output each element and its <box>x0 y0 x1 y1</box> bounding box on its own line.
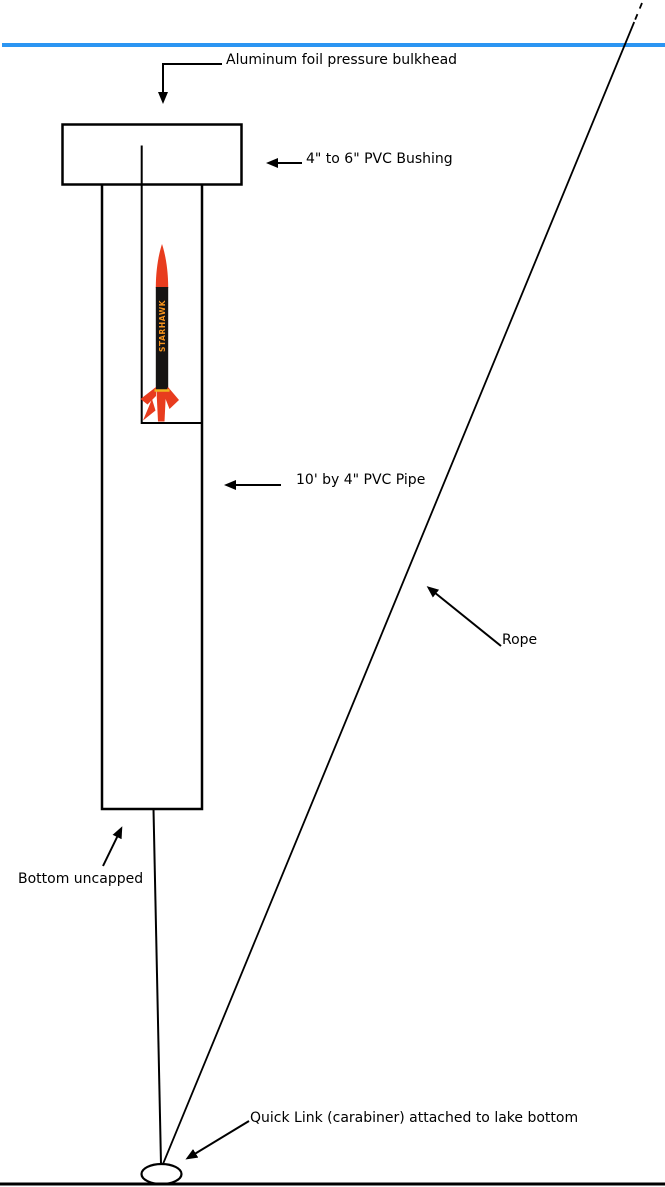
quick-link-leader-arrow <box>185 1120 250 1160</box>
rocket-brand-text: STARHAWK <box>158 299 167 352</box>
rocket-nose-cone <box>155 244 169 288</box>
rocket: STARHAWK <box>140 244 179 422</box>
quick-link-carabiner <box>140 1162 183 1186</box>
rocket-fin-center <box>156 391 166 422</box>
quick-link-label: Quick Link (carabiner) attached to lake … <box>250 1110 579 1126</box>
bulkhead-leader-arrow <box>158 63 222 104</box>
pipe-label: 10' by 4" PVC Pipe <box>296 472 426 488</box>
bushing-label: 4" to 6" PVC Bushing <box>306 151 453 167</box>
pvc-bushing-rect <box>61 123 243 186</box>
bottom-uncapped-leader-arrow <box>102 826 123 867</box>
bottom-uncapped-label: Bottom uncapped <box>18 871 144 887</box>
rope-dashed-segment <box>633 2 643 23</box>
rope-line <box>162 21 636 1165</box>
inner-tube-outline <box>140 145 202 424</box>
rocket-body-tube <box>155 287 169 390</box>
pvc-pipe-outline <box>100 184 204 811</box>
rope-leader-arrow <box>426 586 502 647</box>
rocket-fin-left-lower <box>143 399 156 421</box>
anchor-string-line <box>152 808 162 1165</box>
rocket-fin-right <box>164 387 179 409</box>
rope-label: Rope <box>502 632 538 648</box>
rocket-fin-left-upper <box>140 387 156 405</box>
bulkhead-label: Aluminum foil pressure bulkhead <box>226 52 458 68</box>
